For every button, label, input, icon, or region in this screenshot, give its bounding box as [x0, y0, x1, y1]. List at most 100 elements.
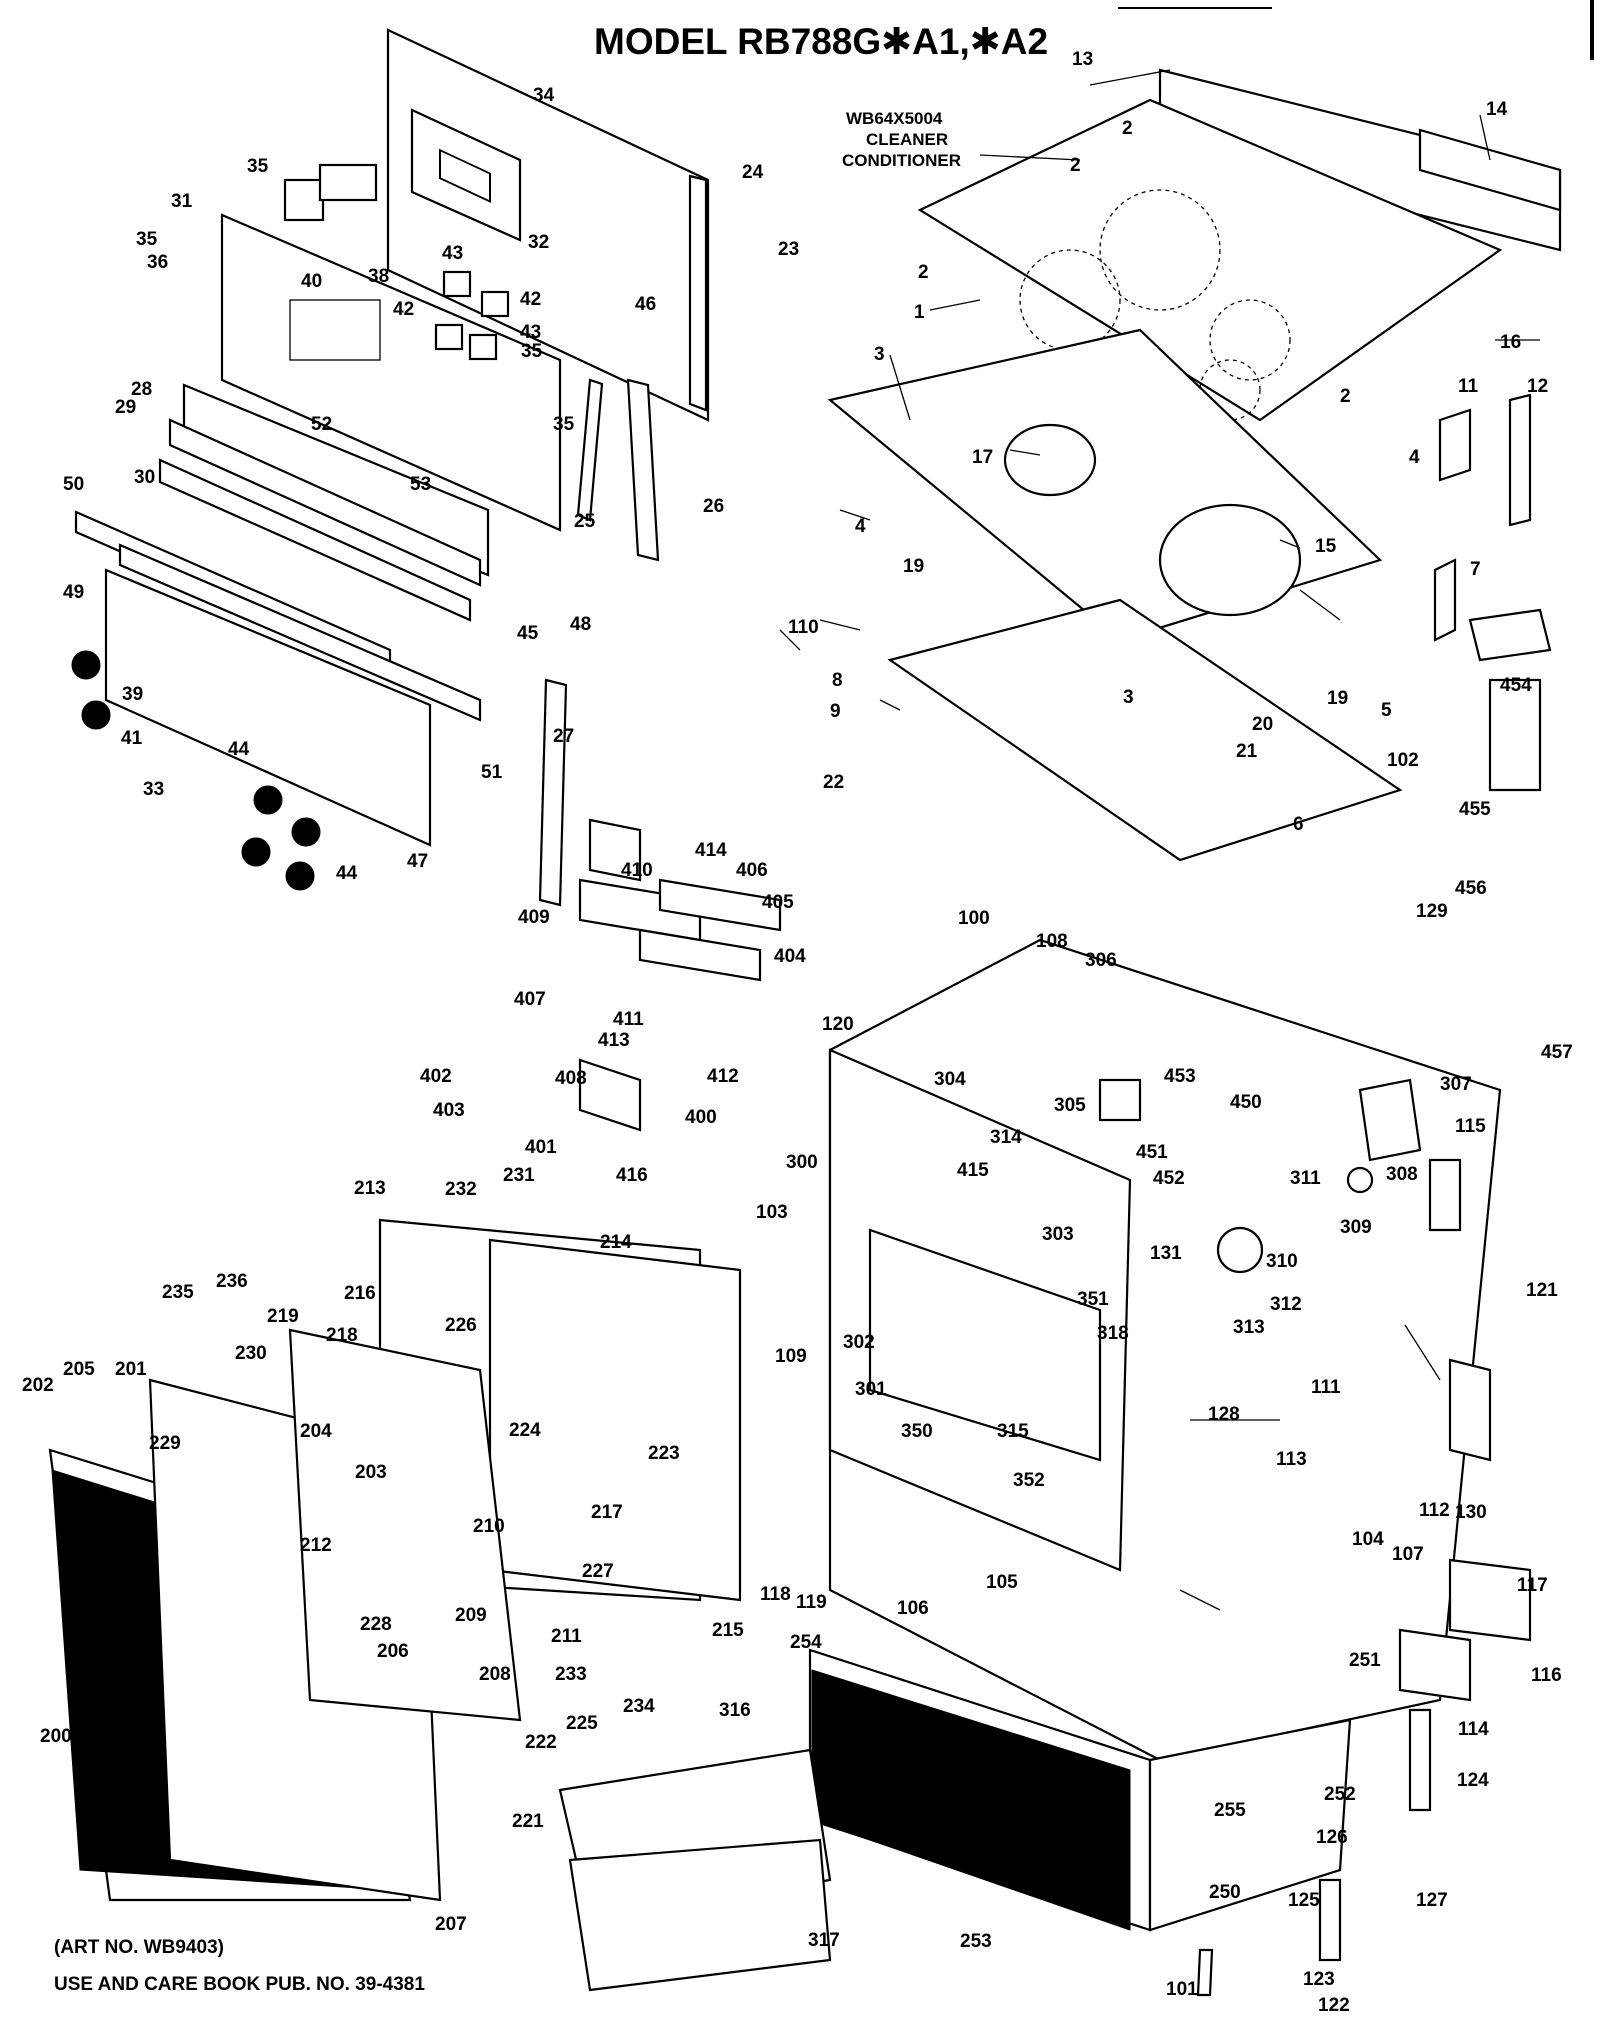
callout-126: 126 — [1316, 1827, 1348, 1848]
callout-5: 5 — [1381, 700, 1392, 721]
callout-52: 52 — [311, 414, 332, 435]
bracket-25 — [576, 378, 604, 522]
model-title: MODEL RB788G✱A1,✱A2 — [594, 21, 1048, 62]
callout-127: 127 — [1416, 1890, 1448, 1911]
callout-35: 35 — [247, 156, 269, 177]
callout-317: 317 — [808, 1930, 840, 1951]
callout-42: 42 — [520, 289, 541, 310]
callout-406: 406 — [736, 860, 768, 881]
callout-34: 34 — [533, 85, 555, 106]
callout-21: 21 — [1236, 741, 1258, 762]
knob-44-d — [285, 861, 315, 891]
element-15 — [1158, 503, 1302, 617]
callout-44: 44 — [228, 739, 250, 760]
callout-30: 30 — [134, 467, 155, 488]
callout-223: 223 — [648, 1443, 680, 1464]
callout-50: 50 — [63, 474, 84, 495]
callout-35: 35 — [553, 414, 575, 435]
callout-9: 9 — [830, 701, 841, 722]
callout-113: 113 — [1276, 1449, 1307, 1470]
callout-19: 19 — [1327, 688, 1348, 709]
oven-cabinet — [828, 938, 1532, 1762]
callout-210: 210 — [473, 1516, 505, 1537]
lamp-cover-310 — [1216, 1226, 1264, 1274]
hinge-125 — [1318, 1878, 1342, 1962]
callout-32: 32 — [528, 232, 549, 253]
callout-351: 351 — [1077, 1289, 1109, 1310]
callout-108: 108 — [1036, 931, 1068, 952]
callout-51: 51 — [481, 762, 503, 783]
callout-40: 40 — [301, 271, 322, 292]
callout-206: 206 — [377, 1641, 409, 1662]
callout-128: 128 — [1208, 1404, 1240, 1425]
lamp-309 — [1346, 1166, 1374, 1194]
callout-119: 119 — [796, 1592, 827, 1613]
callout-109: 109 — [775, 1346, 807, 1367]
callout-318: 318 — [1097, 1323, 1129, 1344]
callout-311: 311 — [1290, 1168, 1321, 1189]
knob-41 — [81, 700, 111, 730]
callout-36: 36 — [147, 252, 168, 273]
callout-4: 4 — [855, 516, 866, 537]
switch-38 — [318, 163, 378, 202]
terminal-block-115 — [1428, 1158, 1462, 1232]
callout-39: 39 — [122, 684, 143, 705]
callout-404: 404 — [774, 946, 806, 967]
callout-200: 200 — [40, 1726, 72, 1747]
trim-14 — [1418, 128, 1562, 212]
leader-lines — [779, 69, 1540, 1611]
callout-453: 453 — [1164, 1066, 1196, 1087]
callout-43: 43 — [520, 322, 541, 343]
latch-400 — [578, 1058, 642, 1132]
callout-413: 413 — [598, 1030, 630, 1051]
callout-20: 20 — [1252, 714, 1273, 735]
callout-3: 3 — [874, 344, 885, 365]
callout-47: 47 — [407, 851, 428, 872]
callout-400: 400 — [685, 1107, 717, 1128]
callout-415: 415 — [957, 1160, 989, 1181]
callout-313: 313 — [1233, 1317, 1265, 1338]
trim-29 — [168, 418, 482, 587]
callout-124: 124 — [1457, 1770, 1489, 1791]
callout-120: 120 — [822, 1014, 854, 1035]
knob-44-b — [291, 817, 321, 847]
callout-53: 53 — [410, 474, 431, 495]
callout-4: 4 — [1409, 447, 1420, 468]
infinite-switch-40 — [283, 178, 325, 222]
callout-233: 233 — [555, 1664, 587, 1685]
control-panel-backer — [220, 213, 562, 532]
callout-304: 304 — [934, 1069, 966, 1090]
callout-352: 352 — [1013, 1470, 1045, 1491]
callout-455: 455 — [1459, 799, 1491, 820]
callout-12: 12 — [1527, 376, 1548, 397]
callout-250: 250 — [1209, 1882, 1241, 1903]
cover-456 — [1488, 678, 1542, 792]
knob-44-c — [241, 837, 271, 867]
callout-129: 129 — [1416, 901, 1448, 922]
oven-top-shield — [887, 598, 1403, 862]
callout-35: 35 — [521, 341, 543, 362]
callout-labels: 34 35 31 35 36 24 23 32 40 38 43 42 42 4… — [22, 49, 1573, 2016]
callout-409: 409 — [518, 907, 550, 928]
callout-101: 101 — [1166, 1979, 1198, 2000]
callout-117: 117 — [1517, 1575, 1548, 1596]
callout-303: 303 — [1042, 1224, 1074, 1245]
callout-202: 202 — [22, 1375, 54, 1396]
backguard-assembly — [71, 28, 710, 907]
callout-19: 19 — [903, 556, 924, 577]
callout-416: 416 — [616, 1165, 648, 1186]
vent-450 — [1098, 1078, 1142, 1122]
callout-11: 11 — [1458, 376, 1479, 397]
latch-410 — [588, 818, 642, 882]
surface-unit-b — [1019, 249, 1121, 351]
cover-7 — [1433, 558, 1457, 642]
callout-100: 100 — [958, 908, 990, 929]
callout-221: 221 — [512, 1811, 544, 1832]
callout-222: 222 — [525, 1732, 557, 1753]
drawer-body-250 — [1148, 1718, 1352, 1932]
callout-46: 46 — [635, 294, 656, 315]
callout-28: 28 — [131, 379, 152, 400]
callout-2: 2 — [1122, 118, 1133, 139]
bracket-12 — [1508, 393, 1532, 527]
cleaner-conditioner-note: WB64X5004 CLEANER CONDITIONER — [842, 109, 961, 170]
